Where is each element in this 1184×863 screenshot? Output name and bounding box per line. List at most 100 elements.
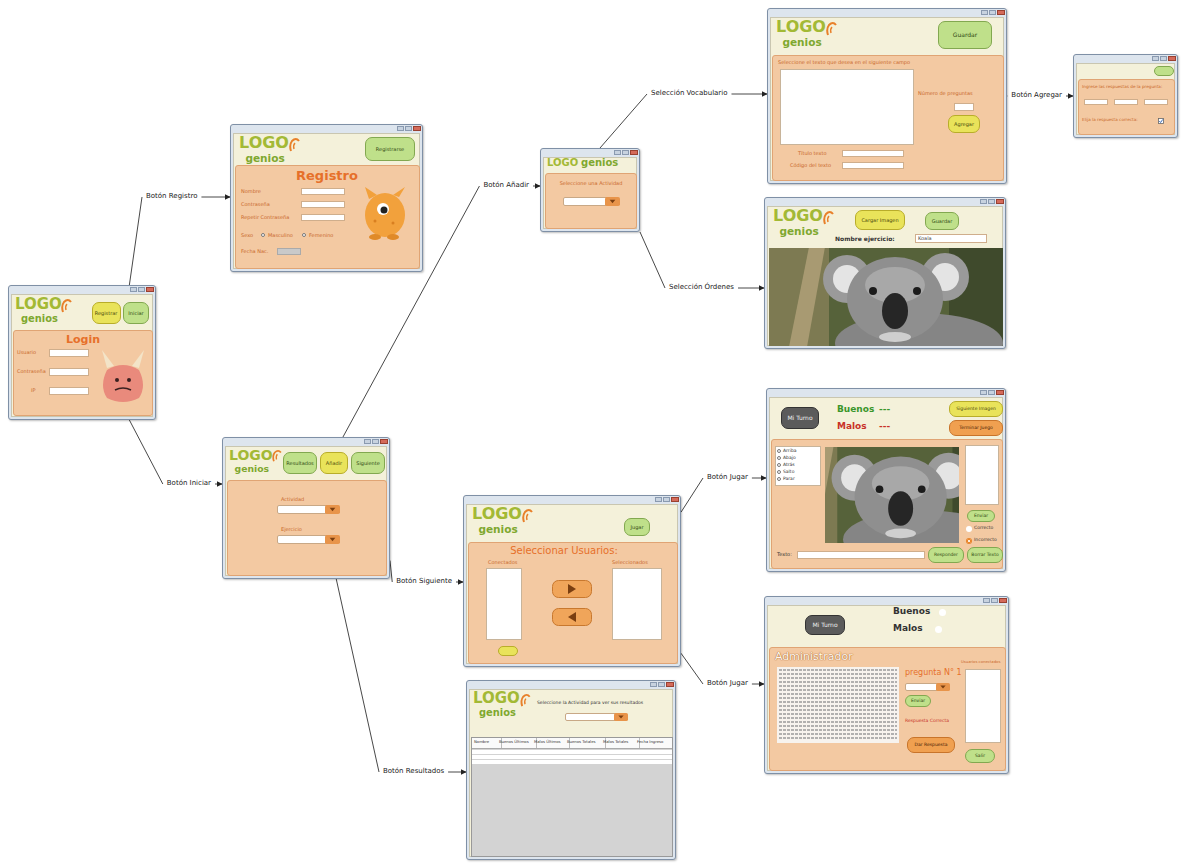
button-label: Mi Turno bbox=[787, 415, 812, 421]
window-label: Nombre ejercicio: bbox=[835, 236, 895, 242]
window-control bbox=[989, 10, 996, 15]
app-button: Mi Turno bbox=[781, 407, 819, 429]
input-field bbox=[49, 387, 89, 395]
window-label: Sexo bbox=[241, 233, 253, 238]
button-label: Registrarse bbox=[376, 147, 404, 152]
logo-ear-art bbox=[822, 210, 834, 226]
window-label: Koala bbox=[918, 236, 932, 241]
button-label: Enviar bbox=[911, 699, 925, 704]
button-label: Iniciar bbox=[128, 311, 143, 316]
logo-text: genios bbox=[779, 226, 818, 237]
input-field bbox=[301, 201, 345, 208]
app-button: Guardar bbox=[925, 212, 959, 230]
checkbox-art bbox=[1158, 118, 1164, 124]
dropdown-arrow bbox=[614, 713, 628, 721]
logo-ear-art bbox=[288, 137, 300, 153]
input-field bbox=[301, 188, 345, 195]
window-label: Malos bbox=[893, 624, 923, 633]
window-control bbox=[146, 287, 154, 292]
window-label: genios bbox=[479, 708, 516, 718]
window-label: Usuarios conectados bbox=[961, 660, 1000, 664]
logo-text: LOGO bbox=[229, 448, 273, 462]
status-dot bbox=[939, 609, 946, 616]
text-block-art bbox=[777, 667, 899, 743]
window-label: Seleccionar Usuarios: bbox=[510, 546, 618, 556]
monster-mascot bbox=[99, 346, 147, 404]
edge-label: Botón Agregar bbox=[1010, 92, 1063, 100]
dropdown-arrow-art bbox=[936, 683, 950, 691]
logo-text: LOGO bbox=[773, 208, 823, 224]
monster-mascot-art bbox=[359, 185, 409, 241]
app-button: Responder bbox=[928, 547, 964, 563]
window-control bbox=[671, 497, 679, 502]
app-button: Mi Turno bbox=[805, 615, 845, 635]
input-field bbox=[49, 349, 89, 357]
window-control bbox=[997, 10, 1005, 15]
table-row bbox=[472, 760, 672, 764]
list-box bbox=[775, 446, 821, 486]
dropdown bbox=[277, 535, 339, 544]
input-field bbox=[797, 551, 925, 559]
list-box bbox=[780, 69, 914, 145]
button-label: Responder bbox=[934, 553, 958, 558]
radio-button bbox=[777, 470, 781, 474]
checkbox bbox=[1158, 118, 1164, 124]
app-button: Cargar Imagen bbox=[855, 210, 905, 230]
window-label: Actividad bbox=[281, 497, 304, 502]
input-field bbox=[842, 150, 904, 157]
window-control bbox=[138, 287, 145, 292]
window-label: Abajo bbox=[783, 456, 796, 461]
input-field bbox=[954, 103, 974, 111]
dropdown-arrow bbox=[936, 683, 950, 691]
logo-text: LOGO bbox=[239, 135, 289, 151]
edge-label: Botón Registro bbox=[145, 193, 198, 201]
window-control bbox=[655, 497, 662, 502]
window-label: Contraseña bbox=[17, 369, 46, 374]
window-control bbox=[663, 497, 670, 502]
window-label: Parar bbox=[783, 477, 795, 482]
window-control bbox=[991, 598, 998, 603]
button-label: Cargar Imagen bbox=[861, 218, 898, 223]
button-label: Guardar bbox=[932, 219, 952, 224]
window-control bbox=[397, 126, 404, 131]
dropdown bbox=[563, 197, 619, 206]
app-button: Resultados bbox=[283, 452, 317, 474]
table-row bbox=[472, 750, 672, 754]
window-control bbox=[413, 126, 421, 131]
window-control bbox=[364, 439, 371, 444]
app-button: Salir bbox=[965, 749, 995, 763]
app-button: Registrar bbox=[92, 302, 121, 324]
logo-text: genios bbox=[245, 153, 284, 164]
button-label: Resultados bbox=[286, 461, 313, 466]
button-label: Mi Turno bbox=[812, 622, 837, 628]
small-button bbox=[498, 646, 518, 656]
results-table bbox=[471, 737, 673, 857]
monster-mascot bbox=[359, 185, 409, 241]
window-label: Malos bbox=[837, 422, 867, 431]
radio-button bbox=[261, 233, 265, 237]
window-label: Buenos Totales bbox=[567, 740, 595, 744]
flow-connector bbox=[640, 232, 764, 288]
logo-ear bbox=[825, 21, 837, 37]
window-control bbox=[999, 598, 1007, 603]
window-control bbox=[980, 199, 987, 204]
window-label: Malos Totales bbox=[603, 740, 628, 744]
dropdown-arrow bbox=[605, 197, 620, 206]
button-label: Dar Respuesta bbox=[915, 743, 948, 748]
app-button: Siguiente Imagen bbox=[949, 401, 1003, 417]
window-label: --- bbox=[879, 405, 890, 414]
dropdown-arrow-art bbox=[614, 713, 628, 721]
monster-mascot-art bbox=[99, 346, 147, 404]
window-control bbox=[1160, 56, 1167, 61]
logo-ear-art bbox=[519, 693, 531, 708]
app-window: LOGOgeniosLoginUsuarioContraseñaIPRegist… bbox=[8, 285, 156, 420]
form-panel bbox=[227, 480, 387, 576]
window-label: Seleccione la Actividad para ver sus res… bbox=[537, 701, 643, 706]
window-control bbox=[372, 439, 379, 444]
window-label: Nombre bbox=[474, 740, 489, 744]
list-box bbox=[612, 568, 662, 640]
window-control bbox=[405, 126, 412, 131]
window-label: Usuario bbox=[17, 350, 36, 355]
input-field bbox=[49, 368, 89, 376]
radio-button bbox=[777, 449, 781, 453]
